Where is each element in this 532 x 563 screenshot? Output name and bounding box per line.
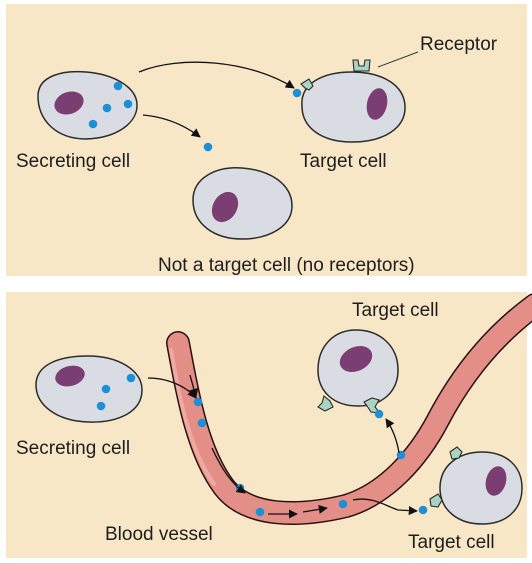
arrow-to-target [138, 61, 295, 89]
receptor-icon [317, 395, 334, 412]
receptor-icon [352, 59, 371, 72]
top-target-cell [292, 59, 406, 143]
bottom-target-cell-lower [429, 446, 523, 525]
signal-molecule [255, 507, 265, 517]
arrow-to-upper-target [385, 418, 400, 454]
arrow-to-molecule [142, 114, 201, 138]
receptor-label: Receptor [420, 34, 498, 55]
flow-arrow [302, 504, 328, 514]
bound-signal-molecule [374, 409, 384, 419]
nucleus [485, 466, 507, 496]
signal-molecule [193, 397, 203, 407]
signal-molecule [102, 103, 112, 113]
nucleus [54, 91, 84, 115]
flow-arrows [147, 374, 418, 519]
free-signal-molecule [203, 142, 213, 152]
signal-molecule [126, 373, 136, 383]
nucleus [55, 365, 85, 387]
bound-receptor [300, 78, 314, 91]
bottom-target-cell-upper [317, 329, 399, 419]
bottom-secreting-cell-label: Secreting cell [16, 438, 130, 459]
flow-arrow [189, 374, 199, 398]
flow-arrow [211, 447, 246, 494]
signal-molecule [396, 450, 406, 460]
nucleus [339, 345, 373, 373]
signal-molecule [197, 418, 207, 428]
top-non-target-cell [192, 167, 293, 240]
receptor-icon [429, 493, 443, 508]
bottom-target-cell-upper-label: Target cell [352, 300, 439, 321]
arrow-to-lower-target [352, 498, 418, 516]
nucleus [366, 88, 388, 120]
nucleus [211, 191, 239, 223]
signal-molecule [96, 401, 106, 411]
signal-molecule [101, 384, 111, 394]
receptor-leader-line [377, 51, 419, 68]
signal-molecule [338, 499, 348, 509]
signal-molecule [123, 99, 133, 109]
bound-signal-molecule [292, 88, 302, 98]
signal-molecule [88, 119, 98, 129]
non-target-label: Not a target cell (no receptors) [158, 255, 415, 276]
receptor-icon [449, 446, 463, 460]
bottom-secreting-cell [35, 355, 143, 423]
top-target-cell-label: Target cell [300, 151, 387, 172]
top-secreting-cell [37, 70, 138, 140]
blood-vessel-label: Blood vessel [105, 524, 213, 545]
top-secreting-cell-label: Secreting cell [16, 151, 130, 172]
signal-molecule [113, 81, 123, 91]
signal-molecule [418, 505, 428, 515]
bottom-target-cell-lower-label: Target cell [408, 532, 495, 553]
